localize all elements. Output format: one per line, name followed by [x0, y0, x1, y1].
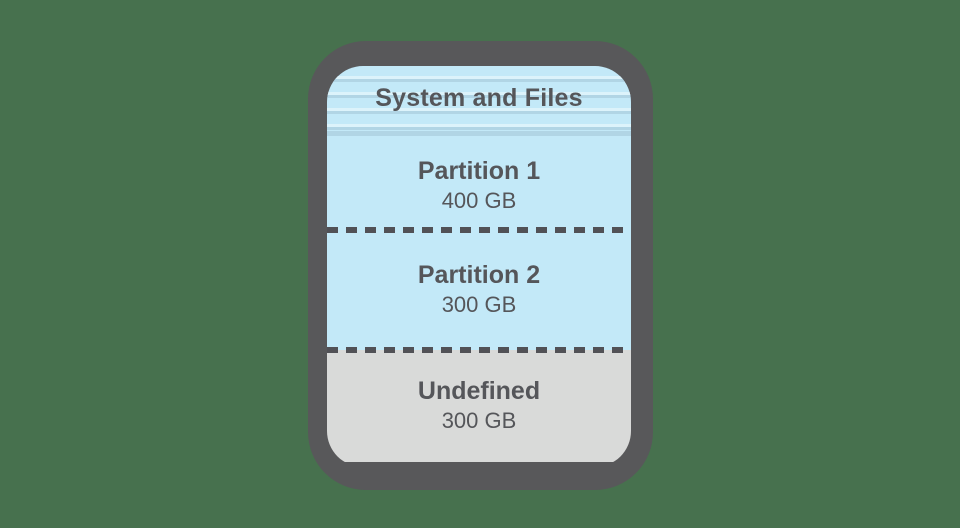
disk-device-inner: System and Files Partition 1 400 GB Part…	[327, 66, 631, 467]
system-files-title: System and Files	[375, 84, 583, 112]
system-files-header: System and Files	[327, 66, 631, 136]
disk-device: System and Files Partition 1 400 GB Part…	[308, 41, 653, 490]
partition-divider-2	[327, 347, 631, 353]
partition-divider-1	[327, 227, 631, 233]
undefined-label: Undefined	[417, 377, 541, 406]
partition-1-label: Partition 1	[417, 157, 541, 186]
partition-2-label: Partition 2	[417, 261, 541, 290]
undefined-size: 300 GB	[441, 408, 517, 434]
partition-2-size: 300 GB	[441, 292, 517, 318]
partition-1-section: Partition 1 400 GB	[327, 136, 631, 230]
partition-1-size: 400 GB	[441, 188, 517, 214]
partition-2-section: Partition 2 300 GB	[327, 227, 631, 350]
undefined-section: Undefined 300 GB	[327, 347, 631, 462]
